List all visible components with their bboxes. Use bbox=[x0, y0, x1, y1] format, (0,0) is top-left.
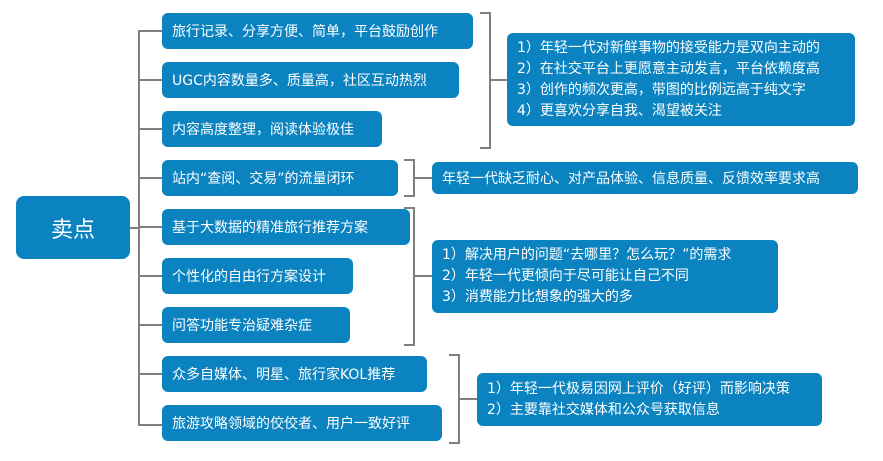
reason-line: 3）消费能力比想象的强大的多 bbox=[442, 289, 633, 305]
feature-node[interactable]: 旅行记录、分享方便、简单，平台鼓励创作 bbox=[162, 13, 473, 49]
bracket bbox=[449, 442, 459, 444]
reason-line: 4）更喜欢分享自我、渴望被关注 bbox=[517, 102, 722, 119]
bracket bbox=[404, 195, 414, 197]
connector bbox=[458, 398, 477, 400]
connector bbox=[138, 30, 162, 32]
reason-node[interactable]: 1）解决用户的问题“去哪里？怎么玩？”的需求 2）年轻一代更倾向于尽可能让自己不… bbox=[432, 240, 778, 313]
reason-line: 2）主要靠社交媒体和公众号获取信息 bbox=[487, 401, 720, 418]
connector bbox=[138, 275, 162, 277]
feature-node[interactable]: 个性化的自由行方案设计 bbox=[162, 258, 353, 294]
feature-node[interactable]: 基于大数据的精准旅行推荐方案 bbox=[162, 209, 410, 245]
feature-node[interactable]: UGC内容数量多、质量高，社区互动热烈 bbox=[162, 62, 459, 98]
bracket bbox=[449, 354, 459, 356]
bracket bbox=[480, 147, 490, 149]
reason-node[interactable]: 年轻一代缺乏耐心、对产品体验、信息质量、反馈效率要求高 bbox=[432, 162, 858, 194]
reason-line: 1）解决用户的问题“去哪里？怎么玩？”的需求 bbox=[442, 247, 732, 263]
bracket bbox=[404, 159, 414, 161]
reason-line: 1）年轻一代对新鲜事物的接受能力是双向主动的 bbox=[517, 39, 820, 56]
reason-line: 1）年轻一代极易因网上评价（好评）而影响决策 bbox=[487, 380, 790, 397]
trunk-line bbox=[138, 30, 140, 426]
connector bbox=[138, 424, 162, 426]
connector bbox=[138, 79, 162, 81]
root-node[interactable]: 卖点 bbox=[16, 196, 130, 259]
connector bbox=[138, 373, 162, 375]
feature-node[interactable]: 旅游攻略领域的佼佼者、用户一致好评 bbox=[162, 405, 442, 441]
feature-node[interactable]: 站内“查阅、交易”的流量闭环 bbox=[162, 160, 398, 196]
bracket bbox=[404, 207, 414, 209]
feature-node[interactable]: 内容高度整理，阅读体验极佳 bbox=[162, 111, 382, 147]
feature-node[interactable]: 问答功能专治疑难杂症 bbox=[162, 307, 350, 343]
reason-line: 2）年轻一代更倾向于尽可能让自己不同 bbox=[442, 268, 689, 284]
connector bbox=[489, 79, 507, 81]
reason-node[interactable]: 1）年轻一代极易因网上评价（好评）而影响决策 2）主要靠社交媒体和公众号获取信息 bbox=[477, 373, 822, 426]
connector bbox=[413, 177, 432, 179]
connector bbox=[138, 324, 162, 326]
bracket bbox=[480, 12, 490, 14]
reason-line: 2）在社交平台上更愿意主动发言，平台依赖度高 bbox=[517, 60, 820, 77]
connector bbox=[413, 275, 432, 277]
connector bbox=[130, 227, 140, 229]
connector bbox=[138, 226, 162, 228]
bracket bbox=[404, 344, 414, 346]
reason-line: 3）创作的频次更高，带图的比例远高于纯文字 bbox=[517, 81, 806, 98]
connector bbox=[138, 128, 162, 130]
feature-node[interactable]: 众多自媒体、明星、旅行家KOL推荐 bbox=[162, 356, 427, 392]
connector bbox=[138, 177, 162, 179]
reason-node[interactable]: 1）年轻一代对新鲜事物的接受能力是双向主动的 2）在社交平台上更愿意主动发言，平… bbox=[507, 33, 855, 126]
